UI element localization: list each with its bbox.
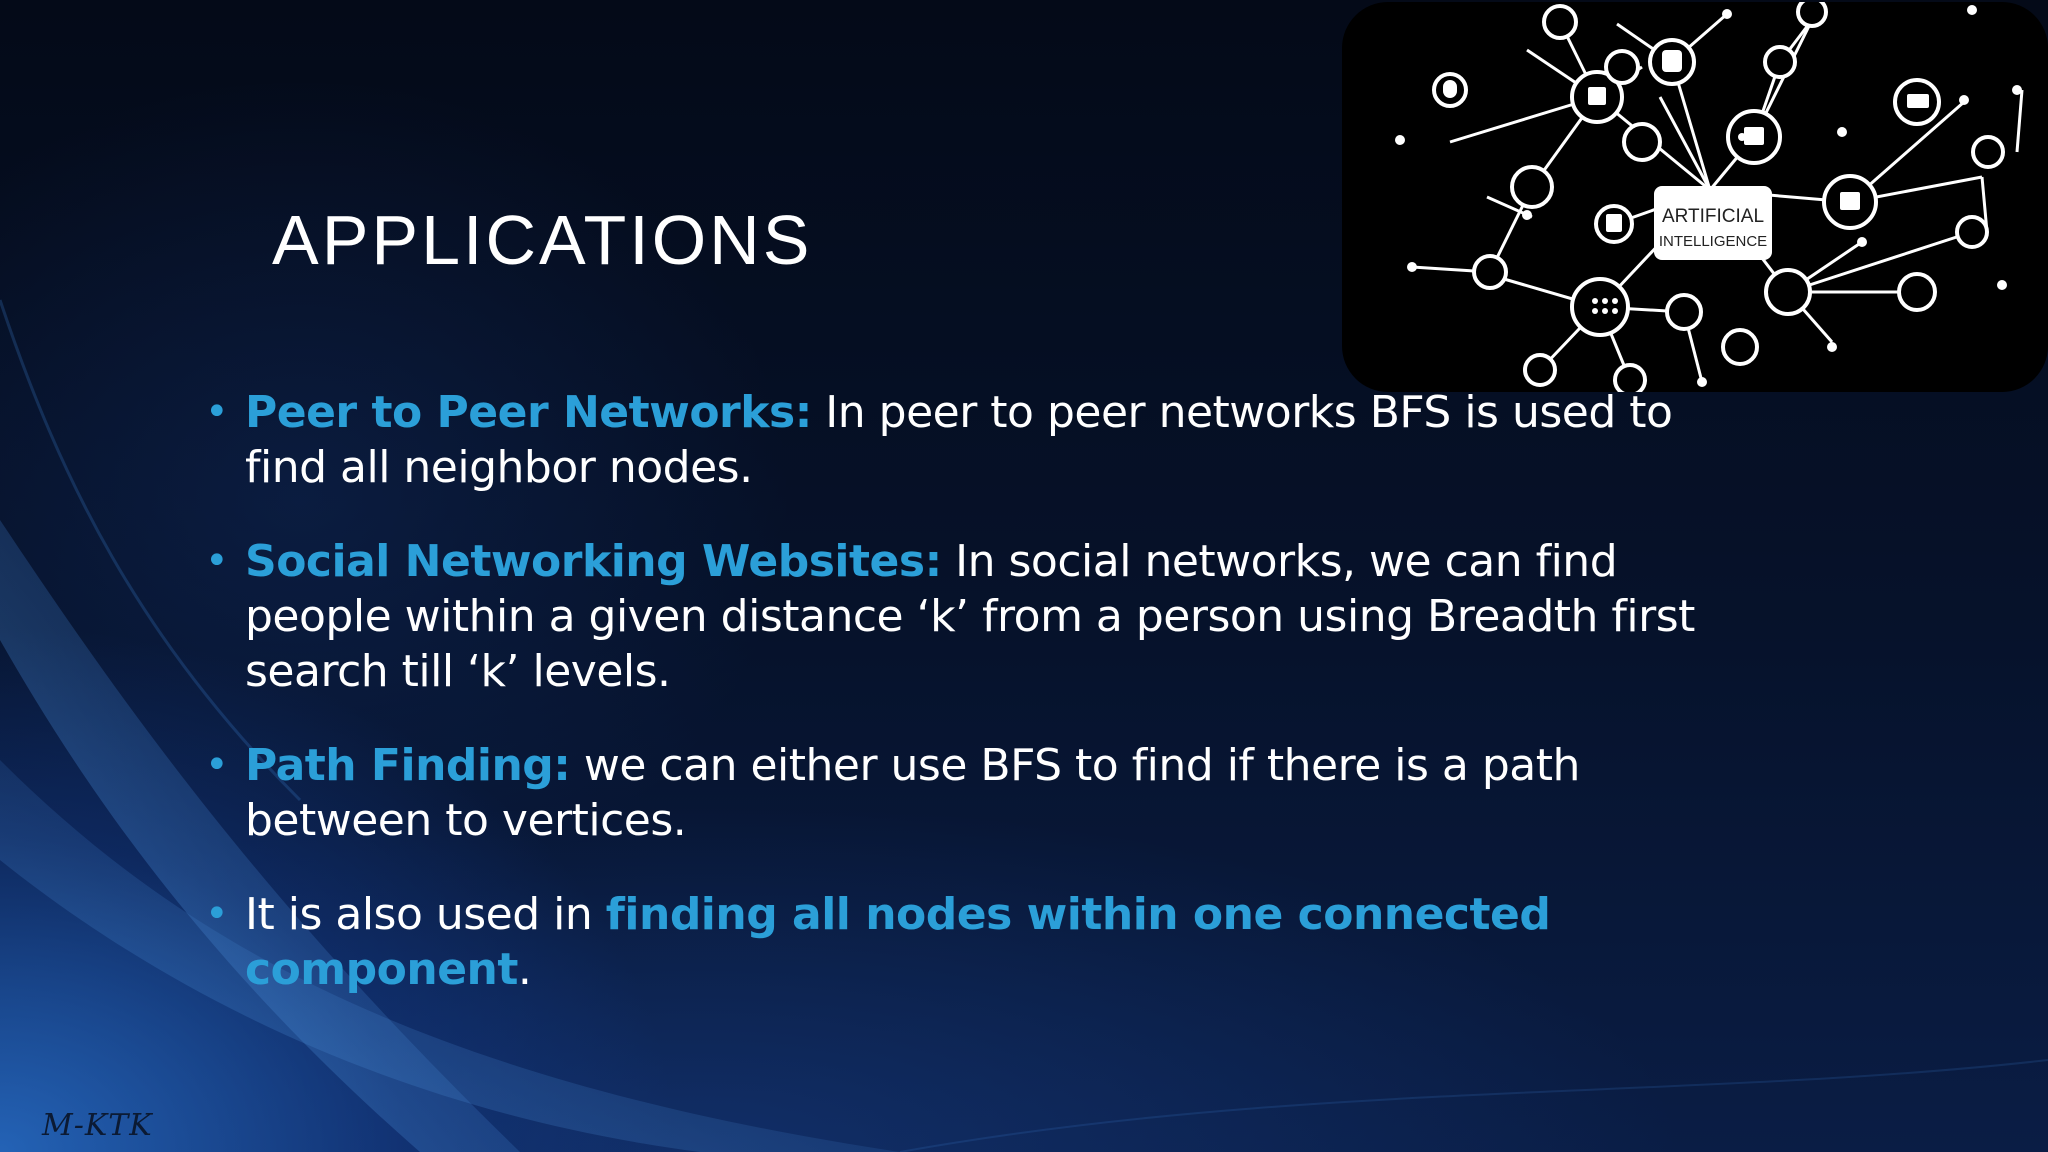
bullet-list: • Peer to Peer Networks: In peer to peer… — [205, 385, 1745, 1036]
bullet-dot-icon: • — [205, 389, 229, 435]
bullet-text: In social networks, we can find people w… — [245, 536, 1695, 697]
slide-title: APPLICATIONS — [272, 201, 813, 279]
bullet-highlight: finding all nodes within one connected c… — [245, 889, 1551, 995]
ai-label-line1: ARTIFICIAL — [1662, 206, 1764, 227]
bullet-dot-icon: • — [205, 538, 229, 584]
bullet-text: . — [517, 944, 532, 995]
bullet-item: • It is also used in finding all nodes w… — [205, 887, 1745, 997]
bullet-item: • Peer to Peer Networks: In peer to peer… — [205, 385, 1745, 495]
bullet-dot-icon: • — [205, 742, 229, 788]
bullet-item: • Social Networking Websites: In social … — [205, 534, 1745, 699]
bullet-text: we can either use BFS to find if there i… — [245, 740, 1580, 846]
bullet-highlight: Social Networking Websites: — [245, 536, 942, 587]
ai-label-box — [1654, 186, 1772, 260]
ai-network-graphic: ARTIFICIAL INTELLIGENCE — [1395, 2, 2024, 392]
bullet-dot-icon: • — [205, 891, 229, 937]
bullet-highlight: Peer to Peer Networks: — [245, 387, 812, 438]
bullet-text: It is also used in — [245, 889, 606, 940]
watermark: M-KTK — [42, 1108, 153, 1143]
bullet-item: • Path Finding: we can either use BFS to… — [205, 738, 1745, 848]
ai-network-image: ARTIFICIAL INTELLIGENCE — [1342, 2, 2048, 392]
bullet-text: In peer to peer networks BFS is used to … — [245, 387, 1673, 493]
bullet-highlight: Path Finding: — [245, 740, 571, 791]
ai-label-line2: INTELLIGENCE — [1659, 233, 1767, 250]
